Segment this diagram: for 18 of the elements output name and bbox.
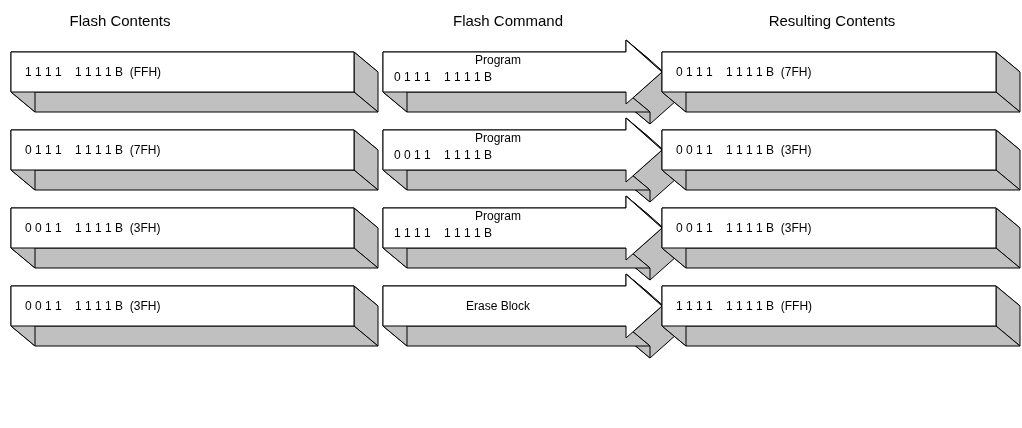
column-heading: Resulting Contents (768, 12, 896, 30)
node-text: Erase Block (465, 299, 531, 313)
node-text: 0 0 1 1 1 1 1 1 B (394, 148, 493, 162)
node-text: 1 1 1 1 1 1 1 1 B (FFH) (25, 65, 162, 79)
node-text: 0 0 1 1 1 1 1 1 B (3FH) (25, 221, 161, 235)
node-text: Program (474, 209, 522, 223)
node-text: Program (474, 131, 522, 145)
node-text: 0 1 1 1 1 1 1 1 B (394, 70, 493, 84)
node-text: 0 1 1 1 1 1 1 1 B (7FH) (676, 65, 812, 79)
node-text: 1 1 1 1 1 1 1 1 B (394, 226, 493, 240)
column-heading: Flash Command (453, 12, 563, 30)
node-text: 0 0 1 1 1 1 1 1 B (3FH) (676, 143, 812, 157)
node-text: Program (474, 53, 522, 67)
node-text: 1 1 1 1 1 1 1 1 B (FFH) (676, 299, 813, 313)
node-text: 0 0 1 1 1 1 1 1 B (3FH) (676, 221, 812, 235)
node-text: 0 0 1 1 1 1 1 1 B (3FH) (25, 299, 161, 313)
column-heading: Flash Contents (69, 12, 171, 30)
node-text: 0 1 1 1 1 1 1 1 B (7FH) (25, 143, 161, 157)
